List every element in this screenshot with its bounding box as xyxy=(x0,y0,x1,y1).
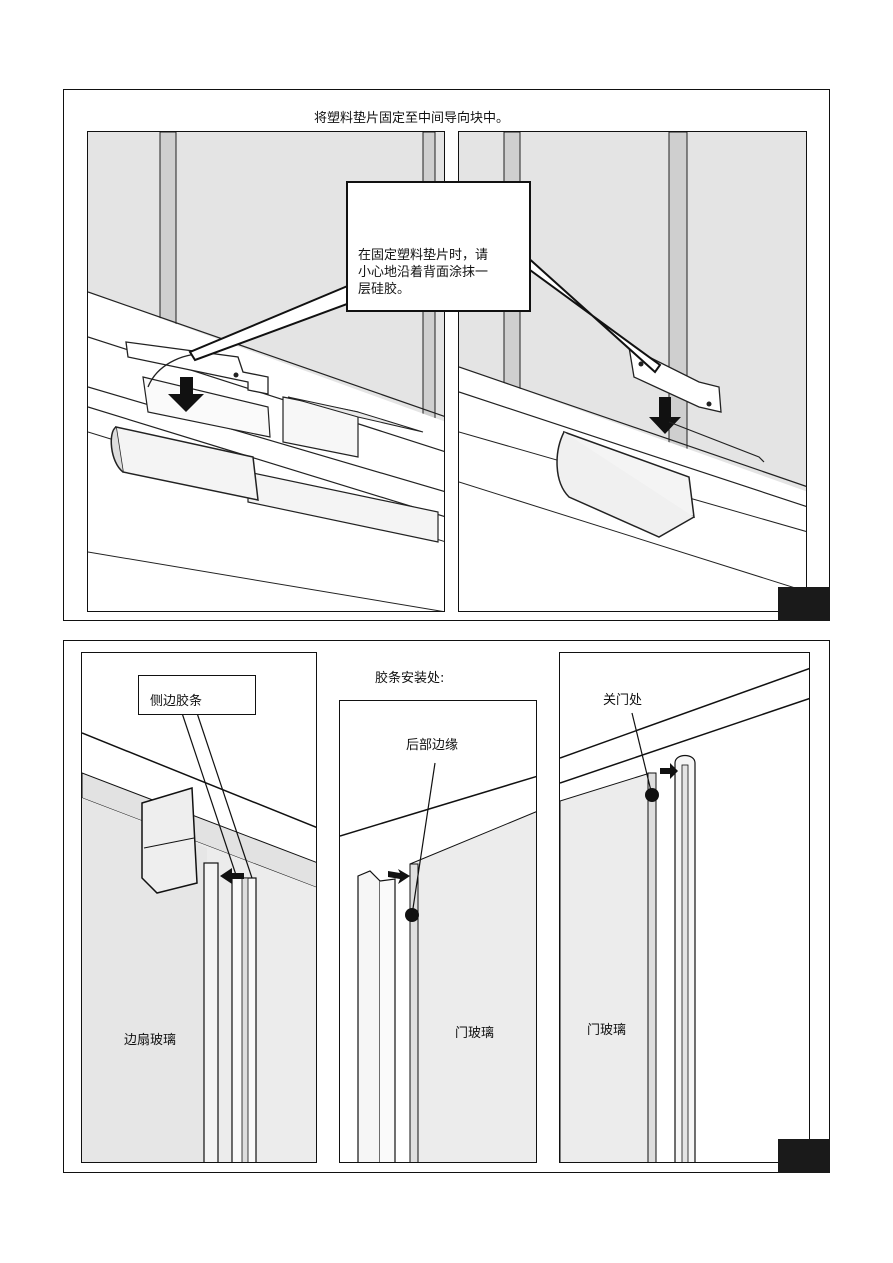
side-panel-drawing xyxy=(82,653,316,1162)
right-door-glass-label: 门玻璃 xyxy=(587,1023,627,1038)
rear-edge-label: 后部边缘 xyxy=(406,738,459,753)
side-glass-label: 边扇玻璃 xyxy=(124,1033,177,1048)
side-panel-glass-illustration xyxy=(81,652,317,1163)
top-callout-text: 在固定塑料垫片时，请 小心地沿着背面涂抹一 层硅胶。 xyxy=(358,248,489,297)
left-assembly-drawing xyxy=(88,132,444,611)
seal-installation-heading: 胶条安装处: xyxy=(375,671,445,686)
rear-edge-drawing xyxy=(340,701,536,1162)
middle-door-glass-label: 门玻璃 xyxy=(455,1026,495,1041)
top-page-tab xyxy=(778,587,830,621)
top-heading: 将塑料垫片固定至中间导向块中。 xyxy=(314,111,510,126)
left-assembly-illustration xyxy=(87,131,445,612)
door-closing-side-illustration xyxy=(559,652,810,1163)
door-closing-drawing xyxy=(560,653,809,1162)
top-callout-box: 在固定塑料垫片时，请 小心地沿着背面涂抹一 层硅胶。 xyxy=(346,181,531,312)
bottom-page-tab xyxy=(778,1139,830,1173)
side-seal-callout-box: 侧边胶条 xyxy=(138,675,256,715)
rear-edge-illustration xyxy=(339,700,537,1163)
door-closing-label: 关门处 xyxy=(603,693,643,708)
side-seal-label: 侧边胶条 xyxy=(150,694,203,709)
